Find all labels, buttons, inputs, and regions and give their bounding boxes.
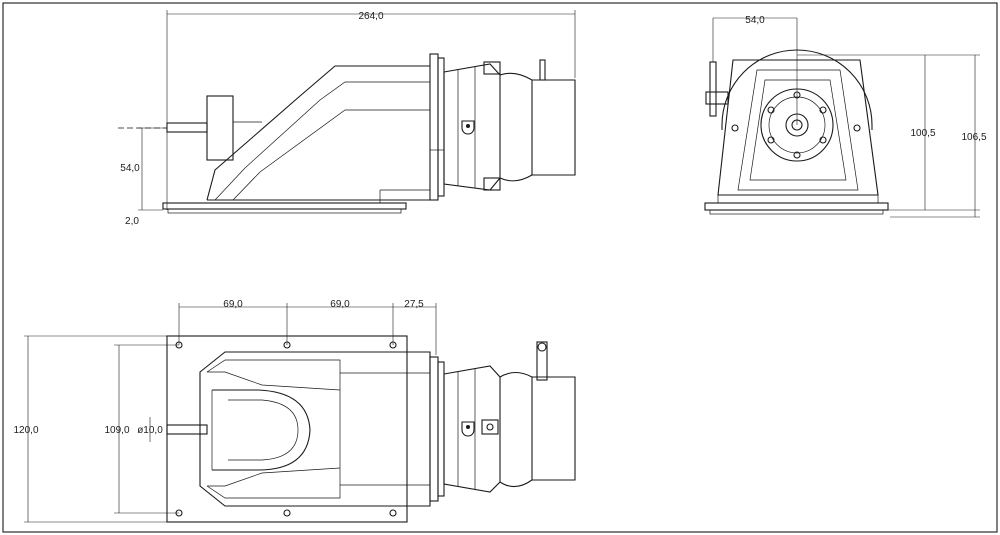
side-bolt	[466, 124, 470, 128]
top-bolt-slot	[461, 421, 475, 437]
top-mount-hole-2	[283, 341, 291, 349]
side-pump-housing	[443, 63, 501, 191]
top-intake-u-outer	[212, 389, 311, 471]
side-duct-inner-2	[232, 109, 430, 201]
top-duct-diag-1	[207, 371, 341, 391]
end-bolt-hole-3	[819, 136, 827, 144]
side-nozzle-pin	[539, 59, 546, 81]
end-base-top	[717, 194, 879, 204]
dim-height-b: 106,5	[961, 132, 986, 143]
end-bolt-hole-1	[793, 91, 801, 99]
top-duct-inner	[206, 359, 341, 499]
end-housing-core	[749, 79, 847, 181]
top-intake-u-inner	[228, 399, 299, 461]
dim-hole-spacing-2: 69,0	[330, 299, 350, 310]
dim-shaft-height: 54,0	[120, 163, 140, 174]
top-duct-diag-2	[207, 467, 341, 487]
top-mount-hole-3	[389, 341, 397, 349]
end-bolt-hole-6	[767, 106, 775, 114]
top-nozzle	[499, 371, 576, 488]
end-hub-outer	[760, 88, 834, 162]
dim-hole-width: 109,0	[104, 425, 129, 436]
side-duct-inner	[214, 81, 430, 201]
side-view: 264,0	[118, 10, 576, 227]
side-flange-right	[437, 57, 445, 197]
top-mount-hole-6	[389, 509, 397, 517]
dim-plate-thickness: 2,0	[125, 216, 139, 227]
end-bolt-hole-2	[819, 106, 827, 114]
dim-shaft-diameter: ø10,0	[137, 425, 163, 436]
dim-flange-offset: 54,0	[745, 15, 765, 26]
end-view: 54,0 100,5 106,5	[704, 15, 987, 218]
top-duct-outline	[199, 351, 431, 507]
end-base-lip	[709, 209, 884, 215]
end-housing-inner	[737, 69, 859, 191]
top-flange-right	[437, 361, 445, 497]
top-base-plate	[166, 335, 408, 523]
dim-overall-length: 264,0	[358, 11, 383, 22]
end-lever	[709, 61, 717, 117]
side-base-plate	[162, 202, 407, 210]
end-side-hole-right	[853, 124, 861, 132]
end-side-hole-left	[731, 124, 739, 132]
end-bolt-hole-5	[767, 136, 775, 144]
end-shaft	[791, 119, 803, 131]
top-flange-left	[429, 356, 439, 502]
end-hub-inner	[768, 96, 826, 154]
top-bolt	[466, 425, 470, 429]
top-lever-pivot	[537, 342, 547, 352]
end-bolt-hole-4	[793, 151, 801, 159]
dim-height-a: 100,5	[910, 128, 935, 139]
dim-hole-spacing-1: 69,0	[223, 299, 243, 310]
end-shaft-ring	[785, 113, 809, 137]
side-duct-top	[206, 65, 430, 201]
top-clamp-pin	[486, 423, 494, 431]
end-base-plate	[704, 202, 889, 211]
dim-hole-spacing-3: 27,5	[404, 299, 424, 310]
side-flange-left	[429, 53, 439, 201]
side-shaft	[166, 122, 208, 133]
side-clamp-top	[483, 61, 501, 75]
top-shaft	[166, 424, 208, 435]
side-nozzle	[499, 72, 576, 182]
top-clamp	[481, 419, 499, 435]
side-bolt-slot	[461, 120, 475, 135]
side-motor-block	[206, 95, 234, 161]
dim-plate-width: 120,0	[13, 425, 38, 436]
top-mount-hole-5	[283, 509, 291, 517]
side-base-plate-lip	[167, 208, 402, 214]
top-view: 69,0 69,0 27,5	[13, 299, 576, 523]
end-lever-clamp	[705, 91, 729, 105]
side-clamp-bottom	[483, 177, 501, 191]
top-nozzle-lever	[536, 341, 548, 381]
